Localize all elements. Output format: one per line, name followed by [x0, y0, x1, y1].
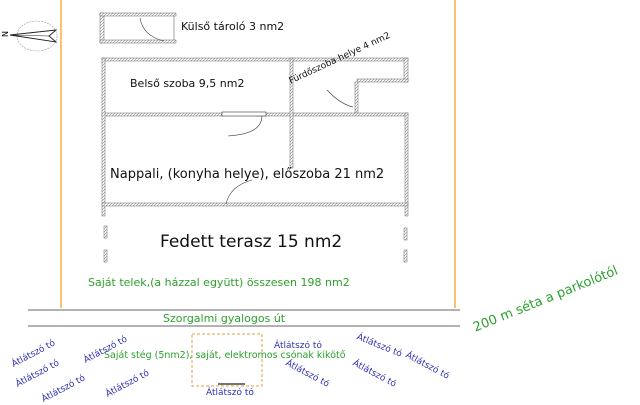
storage-shed [99, 12, 177, 44]
dock-label: Saját stég (5nm2), saját, elektromos csó… [104, 350, 346, 361]
living-room-label: Nappali, (konyha helye), előszoba 21 nm2 [110, 167, 385, 182]
path-label: Szorgalmi gyalogos út [163, 312, 286, 325]
door-arc [326, 89, 354, 108]
dock-outline [191, 333, 263, 387]
compass-icon [9, 20, 58, 52]
window [221, 111, 267, 117]
plot-label: Saját telek,(a házzal együtt) összesen 1… [88, 276, 350, 289]
lake-label: Átlátszó tó [274, 341, 322, 351]
lake-label: Átlátszó tó [206, 388, 254, 398]
compass-north-label: N [0, 31, 10, 37]
terrace-label: Fedett terasz 15 nm2 [160, 232, 343, 252]
house-walls [101, 57, 409, 263]
inner-room-label: Belső szoba 9,5 nm2 [130, 77, 245, 90]
door-arc [227, 115, 263, 137]
storage-label: Külső tároló 3 nm2 [181, 20, 285, 33]
door-arc [225, 179, 253, 205]
